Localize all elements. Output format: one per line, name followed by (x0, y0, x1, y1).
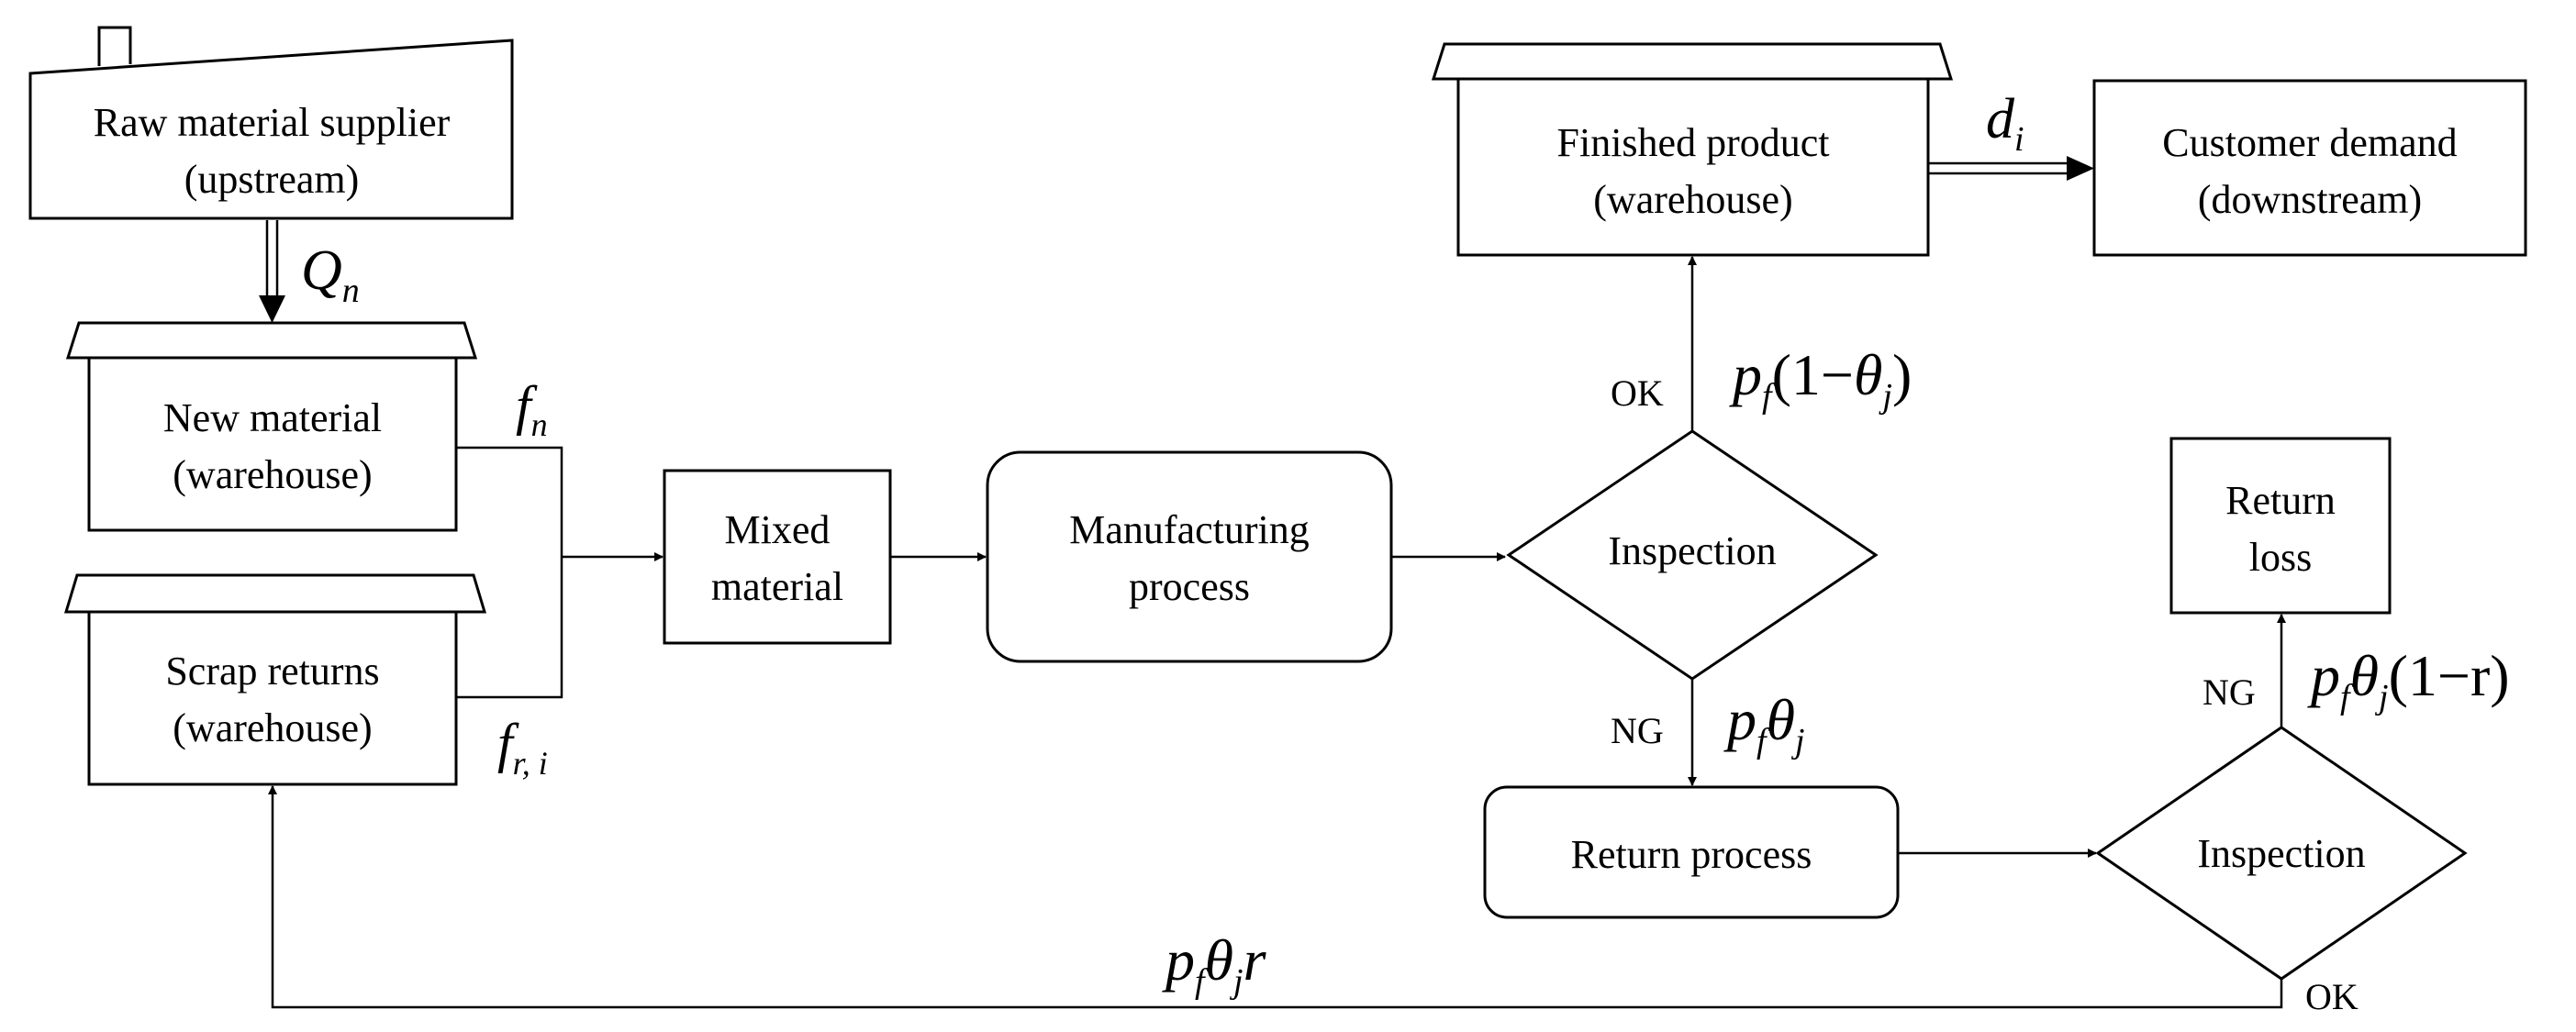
supplier-label-1: Raw material supplier (94, 100, 451, 145)
svg-text:fn: fn (516, 375, 548, 443)
return-process-label: Return process (1571, 832, 1812, 877)
manufacturing-label-1: Manufacturing (1069, 507, 1309, 552)
arrow-inspection-2-to-scrap (268, 785, 2283, 1009)
new-material-label-1: New material (163, 395, 382, 440)
return-loss-label-2: loss (2249, 535, 2312, 580)
f-n-label: fn (516, 375, 548, 443)
ng-right-label: NG (2202, 671, 2256, 713)
svg-text:fr, i: fr, i (497, 713, 548, 782)
q-n-label: Qn (301, 239, 360, 310)
inspection-1-node: Inspection (1506, 429, 1879, 681)
merge-lines (456, 446, 664, 699)
ok-prob-label: pf(1−θj) (1729, 342, 1912, 416)
manufacturing-label-2: process (1129, 564, 1250, 609)
inspection-1-label: Inspection (1608, 528, 1776, 573)
svg-text:di: di (1986, 88, 2024, 159)
ok-top-label: OK (1611, 372, 1664, 414)
loss-prob-label: pfθj(1−r) (2307, 643, 2510, 716)
customer-label-2: (downstream) (2198, 177, 2422, 222)
d-i-label: di (1986, 88, 2024, 159)
svg-text:pfθjr: pfθjr (1162, 927, 1267, 1001)
svg-text:pfθj(1−r): pfθj(1−r) (2307, 643, 2510, 716)
inspection-2-label: Inspection (2197, 831, 2365, 876)
customer-label-1: Customer demand (2162, 120, 2457, 165)
scrap-returns-label-1: Scrap returns (165, 649, 379, 694)
ng-prob-label: pfθj (1723, 687, 1805, 760)
ng-mid-label: NG (1611, 710, 1664, 751)
f-r-i-label: fr, i (497, 713, 548, 782)
finished-label-1: Finished product (1557, 120, 1830, 165)
mixed-label-2: material (711, 564, 843, 609)
mixed-label-1: Mixed (725, 507, 831, 552)
ok-bottom-label: OK (2305, 976, 2359, 1017)
supplier-label-2: (upstream) (184, 157, 360, 202)
arrow-finished-to-customer (1928, 156, 2094, 181)
new-material-node: New material (warehouse) (65, 321, 478, 532)
return-process-node: Return process (1483, 785, 1900, 919)
finished-label-2: (warehouse) (1593, 177, 1792, 222)
svg-text:Qn: Qn (301, 239, 360, 310)
return-prob-label: pfθjr (1162, 927, 1267, 1001)
finished-product-node: Finished product (warehouse) (1431, 42, 1954, 257)
scrap-returns-label-2: (warehouse) (173, 705, 372, 750)
return-loss-node: Return loss (2169, 437, 2392, 615)
customer-demand-node: Customer demand (downstream) (2092, 79, 2527, 257)
inspection-2-node: Inspection (2095, 726, 2468, 981)
new-material-label-2: (warehouse) (173, 452, 372, 497)
mixed-material-node: Mixed material (663, 469, 892, 645)
svg-text:pf(1−θj): pf(1−θj) (1729, 342, 1912, 416)
return-loss-label-1: Return (2225, 478, 2336, 523)
svg-text:pfθj: pfθj (1723, 687, 1805, 760)
supplier-node: Raw material supplier (upstream) (28, 26, 514, 220)
manufacturing-node: Manufacturing process (986, 450, 1393, 663)
arrow-supplier-to-new (259, 220, 285, 323)
scrap-returns-node: Scrap returns (warehouse) (63, 573, 487, 786)
